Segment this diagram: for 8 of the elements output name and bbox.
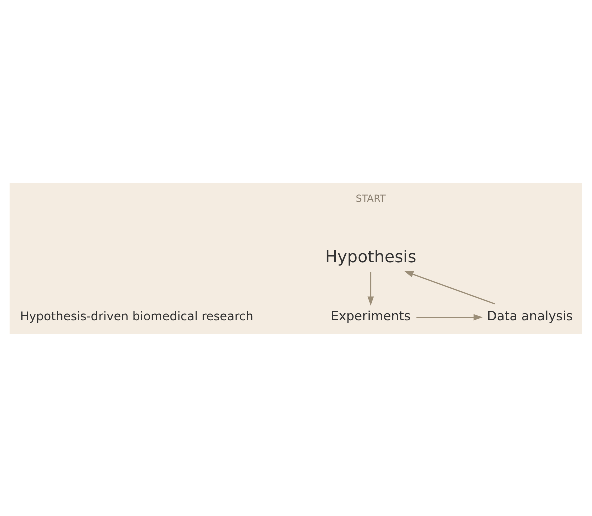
- arrow: [404, 270, 496, 304]
- node-text: Data analysis: [487, 308, 574, 324]
- node-text: Experiments: [330, 308, 411, 324]
- arrow: [368, 272, 374, 306]
- label: Hypothesis-driven biomedical research: [20, 308, 254, 323]
- label: START: [356, 193, 386, 204]
- arrow: [416, 314, 483, 320]
- node-text: Hypothesis: [325, 247, 417, 266]
